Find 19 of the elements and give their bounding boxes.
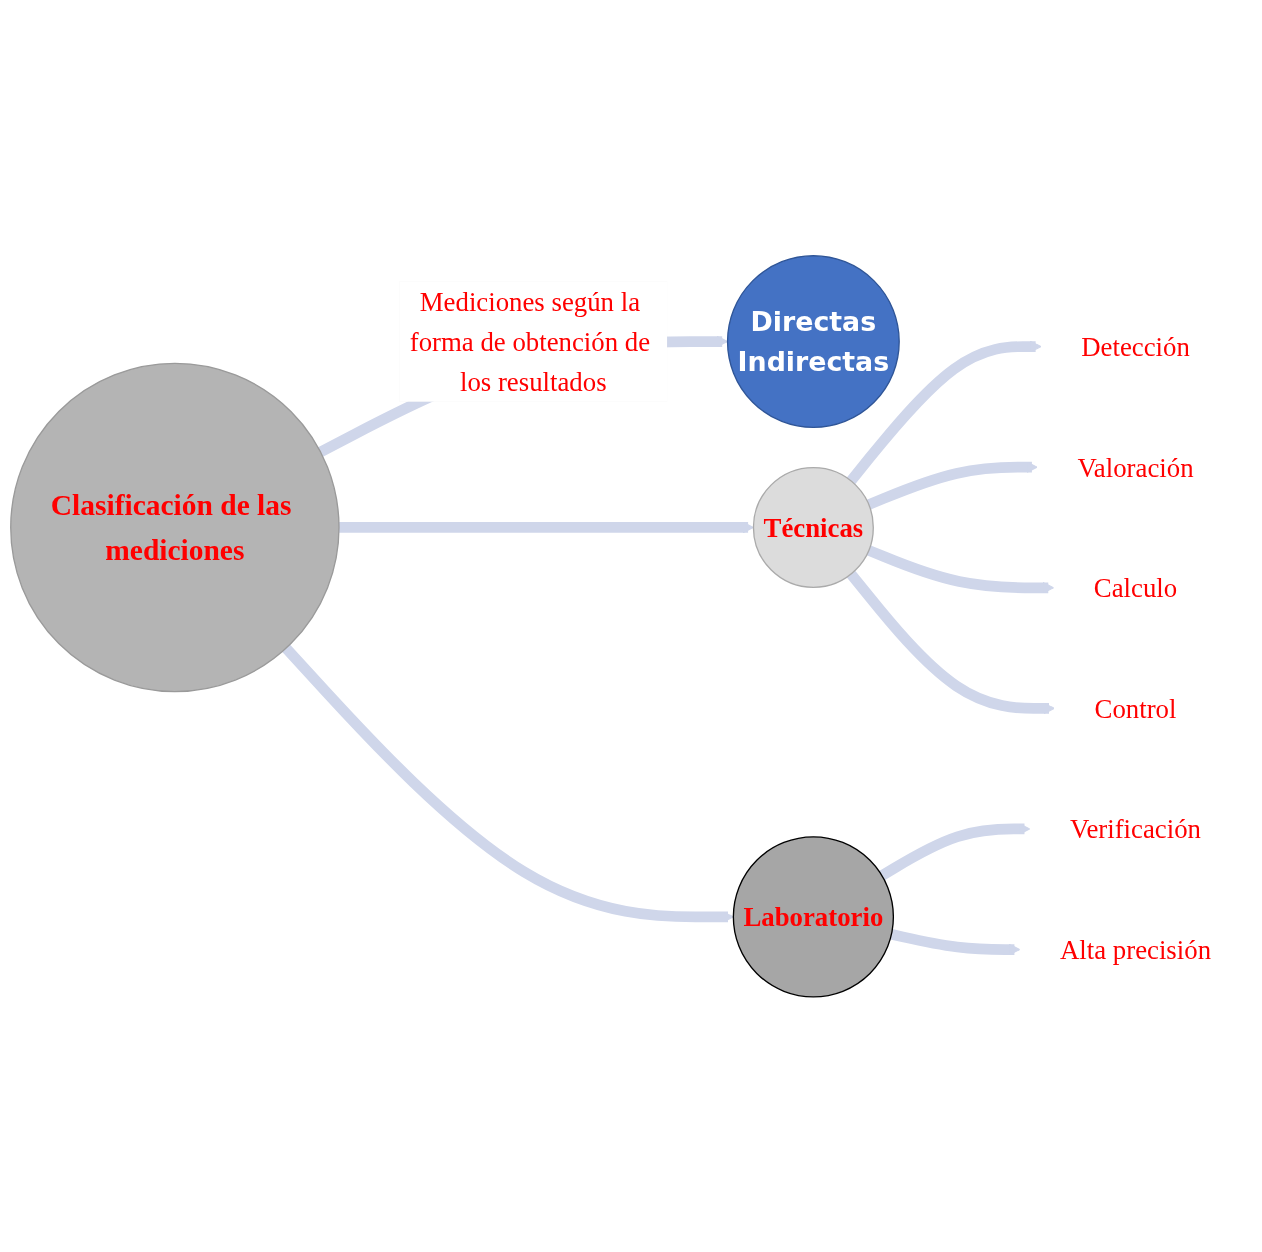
arrow (846, 570, 1055, 714)
arrow (879, 822, 1031, 880)
arrow (866, 461, 1038, 510)
arrow (282, 644, 734, 923)
node-text: Calculo (1093, 572, 1178, 603)
node-circle: Técnicas (752, 466, 874, 588)
arrow (846, 340, 1042, 484)
node-circle: Directas Indirectas (726, 254, 900, 428)
node-text: Control (1094, 693, 1177, 723)
node-text: Alta precisión (1060, 934, 1212, 964)
node-circle: Clasificación de las mediciones (10, 362, 340, 692)
node-circle: Laboratorio (732, 835, 895, 998)
node-text: Valoración (1077, 452, 1194, 482)
arrow (866, 545, 1055, 594)
arrow (890, 928, 1021, 956)
node-text: Detección (1081, 331, 1190, 362)
arrow (339, 521, 754, 534)
edge-label: Mediciones según la forma de obtención de los resultados (409, 286, 651, 397)
node-text: Verificación (1070, 813, 1201, 844)
